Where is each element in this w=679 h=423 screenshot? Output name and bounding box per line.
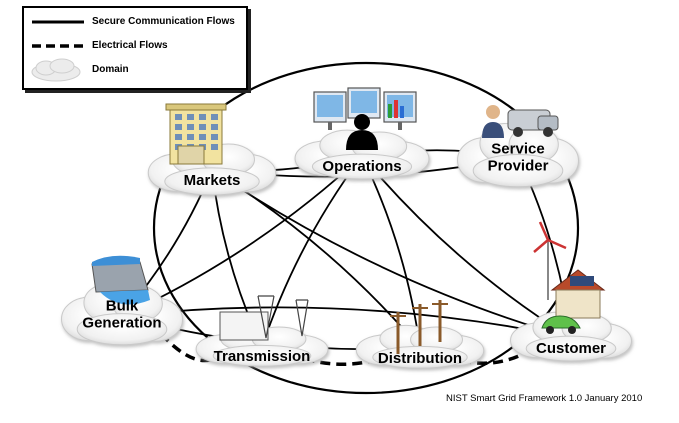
- communication-ring: [152, 61, 580, 395]
- market-building-icon: [165, 103, 227, 165]
- legend-cloud-icon: [31, 58, 81, 82]
- domain-label-customer: Customer: [536, 340, 606, 357]
- communication-flow-operations-transmission: [261, 155, 363, 348]
- domain-label-bulk_generation-line-1: Bulk: [106, 298, 139, 315]
- domain-label-operations: Operations: [322, 158, 401, 175]
- domain-cloud-customer: [510, 311, 632, 362]
- domain-cloud-service_provider: [457, 123, 579, 188]
- service-provider-icon: [482, 105, 559, 138]
- legend-label-electrical: Electrical Flows: [92, 40, 168, 51]
- domain-label-distribution: Distribution: [378, 350, 462, 367]
- domain-cloud-distribution: [355, 324, 485, 369]
- operations-monitors-icon: [313, 87, 417, 150]
- domain-cloud-transmission: [195, 324, 329, 367]
- customer-home-icon: [533, 221, 606, 334]
- communication-flow-operations-distribution: [361, 155, 421, 349]
- domain-label-service_provider-line-1: Service: [491, 141, 544, 158]
- legend-label-secure: Secure Communication Flows: [92, 16, 235, 27]
- domain-label-markets: Markets: [184, 172, 241, 189]
- domain-label-bulk_generation-line-2: Generation: [82, 315, 161, 332]
- domain-label-service_provider-line-2: Provider: [488, 158, 549, 175]
- legend-label-domain: Domain: [92, 64, 129, 75]
- transmission-tower-icon: [219, 295, 309, 341]
- legend: Secure Communication Flows Electrical Fl…: [22, 6, 248, 90]
- hydro-dam-icon: [91, 255, 150, 305]
- communication-flow-bulk_generation-customer: [121, 306, 572, 339]
- legend-symbols: [31, 20, 84, 82]
- domain-label-transmission: Transmission: [214, 348, 311, 365]
- communication-flow-markets-customer: [211, 169, 572, 339]
- distribution-poles-icon: [390, 300, 448, 354]
- figure-caption: NIST Smart Grid Framework 1.0 January 20…: [446, 393, 643, 404]
